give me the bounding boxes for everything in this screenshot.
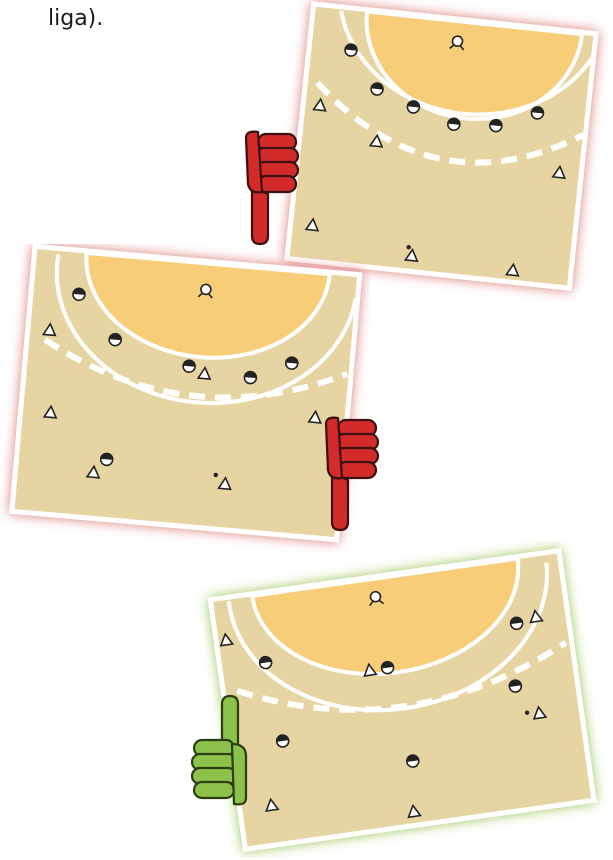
court-diagram-2-drawing xyxy=(9,244,363,543)
thumbs-up-icon xyxy=(190,694,248,806)
thumbs-down-icon xyxy=(244,130,300,246)
court-diagram-1 xyxy=(270,0,610,320)
court-diagram-1-drawing xyxy=(284,1,599,291)
caption-text: liga). xyxy=(48,6,104,31)
court-diagram-3 xyxy=(196,540,608,858)
thumbs-down-icon xyxy=(324,416,380,532)
court-diagram-2 xyxy=(0,244,370,560)
court-diagram-3-drawing xyxy=(207,547,597,853)
